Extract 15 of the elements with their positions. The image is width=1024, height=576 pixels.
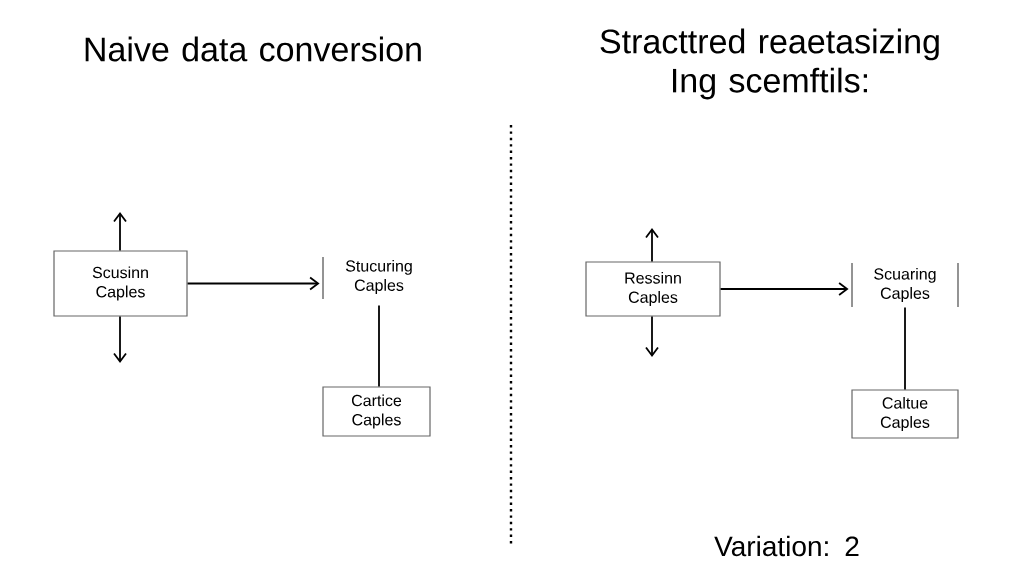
- arrow: [113, 212, 127, 252]
- arrow: [645, 228, 659, 263]
- bracketed-label: Stucuring Caples: [322, 256, 412, 300]
- process-box: Ressinn Caples: [585, 261, 721, 317]
- bracketed-label: Scuaring Caples: [851, 262, 959, 308]
- heading: Stracttred reaetasizing Ing scemftils:: [600, 28, 939, 100]
- arrow: [645, 315, 659, 357]
- arrow: [719, 282, 849, 296]
- arrow: [113, 315, 127, 363]
- heading: Variation: 2: [714, 535, 859, 557]
- process-box: Caltue Caples: [851, 389, 959, 439]
- process-box: Scusinn Caples: [53, 250, 188, 317]
- process-box: Cartice Caples: [322, 386, 431, 437]
- heading: Naive data conversion: [85, 36, 421, 62]
- arrow: [186, 276, 320, 291]
